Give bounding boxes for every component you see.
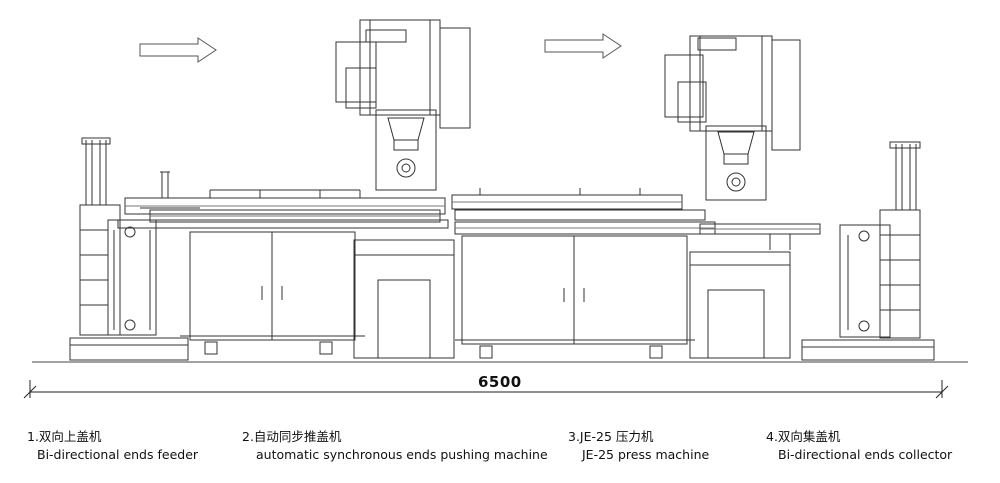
machine-line-drawing xyxy=(23,19,968,399)
legend-label-en: Bi-directional ends feeder xyxy=(37,447,199,462)
press-machine-2 xyxy=(664,35,801,359)
ends-feeder-left xyxy=(69,137,189,361)
legend-label-cn: 2.自动同步推盖机 xyxy=(242,429,342,444)
legend-item-pushing-machine: 2.自动同步推盖机 automatic synchronous ends pus… xyxy=(242,428,548,464)
legend-item-feeder: 1.双向上盖机 Bi-directional ends feeder xyxy=(27,428,198,464)
ends-collector-right xyxy=(801,141,935,361)
legend-label-cn: 1.双向上盖机 xyxy=(27,429,102,444)
pushing-machine-cabinet xyxy=(180,231,365,355)
legend-label-en: automatic synchronous ends pushing machi… xyxy=(256,447,548,462)
legend-item-press-machine: 3.JE-25 压力机 JE-25 press machine xyxy=(568,428,709,464)
press-machine-1 xyxy=(335,19,471,359)
flow-arrow-icon xyxy=(139,37,217,63)
conveyor-track-3 xyxy=(699,223,821,250)
legend-label-en: JE-25 press machine xyxy=(582,447,710,462)
legend-label-cn: 3.JE-25 压力机 xyxy=(568,429,654,444)
dimension-line xyxy=(23,380,949,399)
legend-item-collector: 4.双向集盖机 Bi-directional ends collector xyxy=(766,428,952,464)
dimension-value: 6500 xyxy=(478,373,522,391)
pushing-machine-cabinet-2 xyxy=(455,235,695,359)
conveyor-track-1 xyxy=(117,171,449,229)
conveyor-track-2 xyxy=(451,188,716,235)
flow-arrow-icon xyxy=(544,33,622,59)
legend-label-cn: 4.双向集盖机 xyxy=(766,429,841,444)
legend-label-en: Bi-directional ends collector xyxy=(778,447,953,462)
